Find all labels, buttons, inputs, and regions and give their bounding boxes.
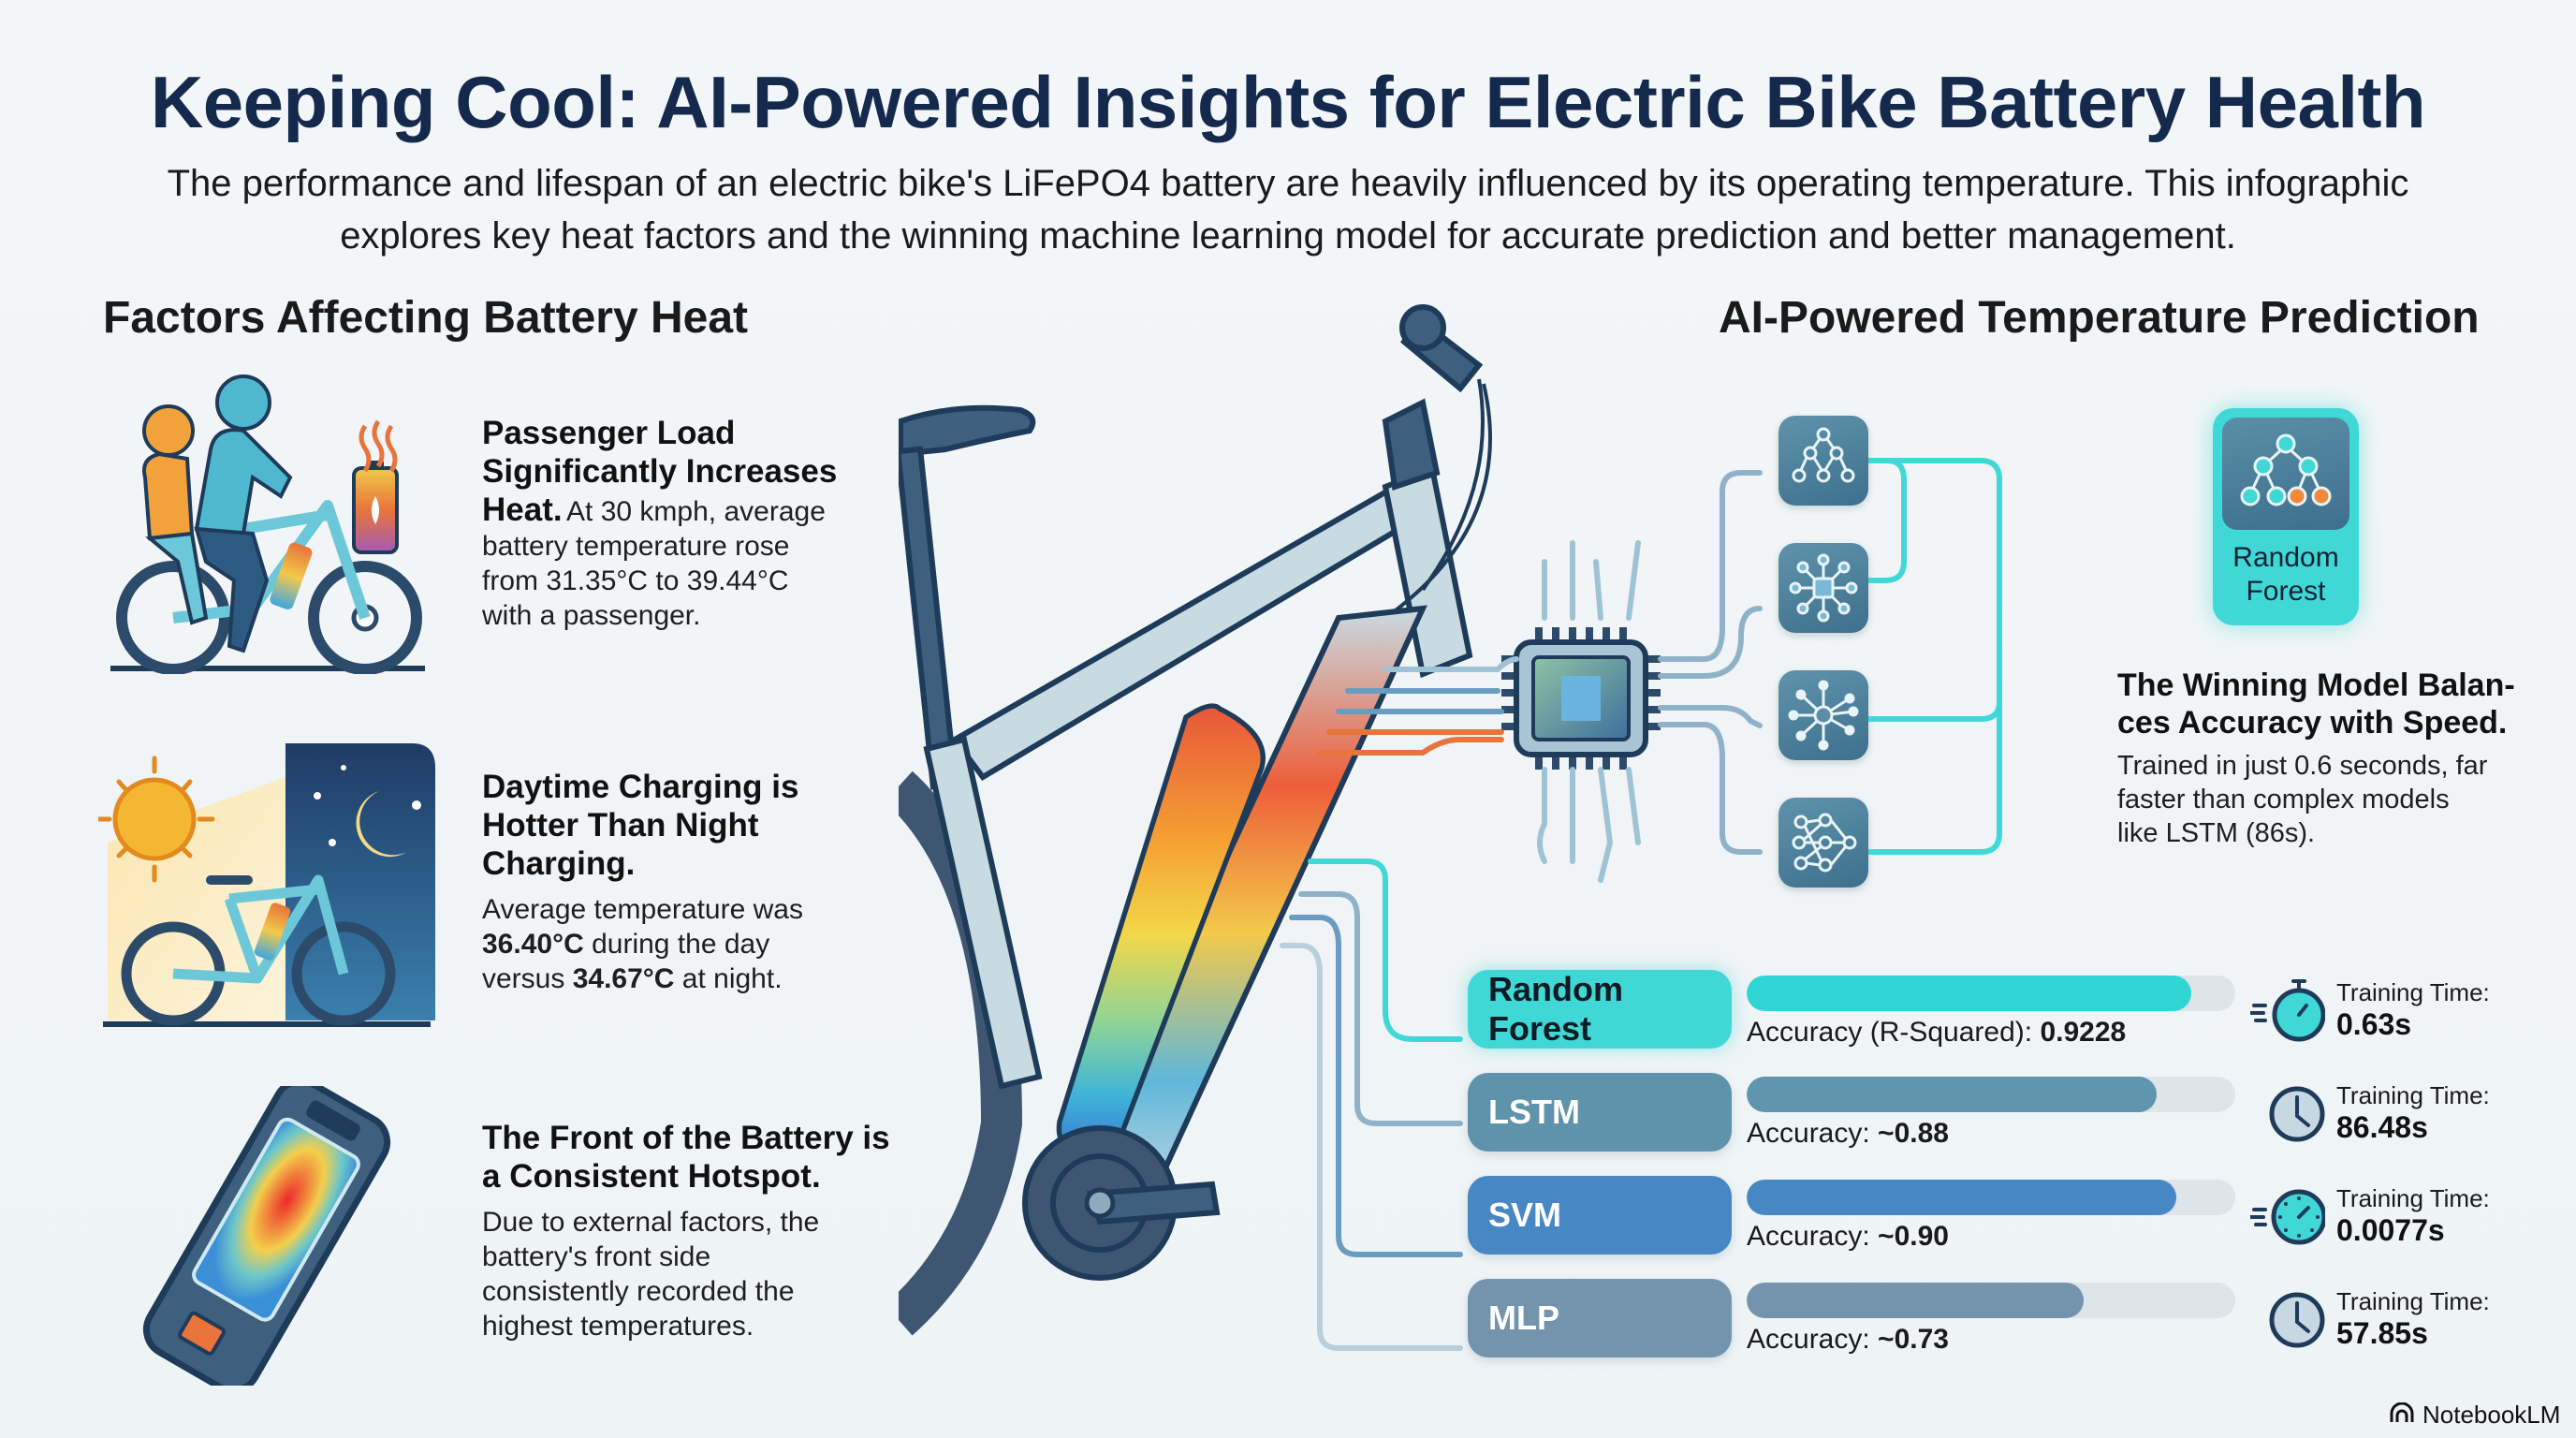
accuracy-value: ~0.90: [1878, 1221, 1949, 1252]
factor-body: consistently recorded the: [482, 1276, 795, 1307]
winning-body: Trained in just 0.6 seconds, far: [2117, 751, 2488, 781]
training-time-label: Training Time:: [2336, 1184, 2490, 1212]
slow-clock-icon: [2265, 1286, 2325, 1352]
factor-body: from 31.35°C to 39.44°C: [482, 565, 789, 596]
factor-title: Significantly Increases: [482, 453, 838, 490]
factor-body: highest temperatures.: [482, 1311, 754, 1342]
ebike-illustration: [884, 300, 2022, 1386]
model-pill[interactable]: Random Forest: [1468, 970, 1732, 1049]
accuracy-value: ~0.88: [1878, 1118, 1949, 1149]
winning-title: ces Accuracy with Speed.: [2117, 705, 2508, 741]
factor-body: At 30 kmph, average: [566, 496, 826, 527]
winning-body: like LSTM (86s).: [2117, 818, 2316, 848]
decision-tree-icon: [1778, 416, 1868, 506]
factor-body: at night.: [674, 963, 783, 994]
slow-clock-icon: [2265, 1080, 2325, 1146]
accuracy-value: 0.9228: [2040, 1017, 2127, 1048]
brand-label: NotebookLM: [2422, 1401, 2561, 1429]
fast-stopwatch-icon: [2248, 977, 2326, 1043]
day-temperature: 36.40°C: [482, 929, 584, 960]
accuracy-value: ~0.73: [1878, 1324, 1949, 1355]
hub-network-icon: [1778, 543, 1868, 633]
accuracy-label: Accuracy:: [1747, 1221, 1879, 1252]
star-network-icon: [1778, 670, 1868, 760]
accuracy-label: Accuracy:: [1747, 1324, 1879, 1355]
accuracy-bar: [1747, 1077, 2235, 1112]
factor-title: a Consistent Hotspot.: [482, 1158, 821, 1195]
prediction-heading: AI-Powered Temperature Prediction: [1719, 293, 2480, 343]
factor-body: battery's front side: [482, 1241, 711, 1272]
night-temperature: 34.67°C: [572, 963, 675, 994]
page-title: Keeping Cool: AI-Powered Insights for El…: [150, 61, 2426, 143]
brand-notebooklm: NotebookLM: [2389, 1401, 2560, 1430]
winning-body: faster than complex models: [2117, 785, 2450, 814]
model-pill[interactable]: SVM: [1468, 1176, 1732, 1255]
winning-model-summary: The Winning Model Balan- ces Accuracy wi…: [2117, 667, 2539, 850]
factor-title: Daytime Charging is: [482, 769, 799, 805]
passenger-bike-icon: [103, 374, 440, 675]
accuracy-bar-fill: [1747, 976, 2192, 1011]
factor-title: The Front of the Battery is: [482, 1120, 890, 1156]
accuracy-bar: [1747, 1180, 2235, 1215]
training-time-label: Training Time:: [2336, 1287, 2490, 1315]
factor-title: Heat.: [482, 492, 563, 528]
factor-body: with a passenger.: [482, 600, 701, 631]
accuracy-bar-fill: [1747, 1077, 2158, 1112]
factor-body: Due to external factors, the: [482, 1207, 820, 1238]
fast-stopwatch-icon: [2248, 1183, 2327, 1249]
winner-model-card: Random Forest: [2213, 408, 2359, 625]
factor-front-hotspot: The Front of the Battery is a Consistent…: [482, 1119, 903, 1343]
training-time-label: Training Time:: [2336, 978, 2490, 1006]
day-night-bike-icon: [95, 740, 440, 1030]
training-time-value: 86.48s: [2336, 1110, 2428, 1144]
random-forest-tree-icon: [2222, 418, 2349, 530]
factor-title: Hotter Than Night: [482, 807, 759, 844]
training-time-value: 0.0077s: [2336, 1213, 2445, 1247]
factor-body: battery temperature rose: [482, 531, 790, 562]
neural-network-icon: [1778, 798, 1868, 888]
factor-body: Average temperature was: [482, 894, 803, 925]
notebooklm-logo-icon: [2389, 1401, 2415, 1430]
training-time-label: Training Time:: [2336, 1081, 2490, 1109]
accuracy-bar-fill: [1747, 1180, 2177, 1215]
training-time-value: 57.85s: [2336, 1316, 2428, 1350]
model-pill[interactable]: MLP: [1468, 1279, 1732, 1357]
training-time-value: 0.63s: [2336, 1007, 2412, 1041]
battery-hotspot-icon: [117, 1078, 417, 1394]
factor-day-night-charging: Daytime Charging is Hotter Than Night Ch…: [482, 768, 875, 996]
accuracy-label: Accuracy (R-Squared):: [1747, 1017, 2041, 1048]
factor-passenger-load: Passenger Load Significantly Increases H…: [482, 414, 875, 633]
winner-name-line: Forest: [2246, 576, 2326, 607]
model-selection-connector: [1868, 449, 2018, 861]
model-pill[interactable]: LSTM: [1468, 1073, 1732, 1152]
factor-body: during the day: [583, 929, 770, 960]
page-subtitle: The performance and lifespan of an elect…: [167, 163, 2409, 257]
winning-title: The Winning Model Balan-: [2117, 668, 2515, 703]
winner-name-line: Random: [2232, 542, 2339, 573]
accuracy-label: Accuracy:: [1747, 1118, 1879, 1149]
accuracy-bar-fill: [1747, 1283, 2085, 1318]
accuracy-bar: [1747, 976, 2235, 1011]
factor-title: Passenger Load: [482, 415, 736, 451]
factor-body: versus: [482, 963, 573, 994]
factors-heading: Factors Affecting Battery Heat: [103, 293, 749, 343]
accuracy-bar: [1747, 1283, 2235, 1318]
factor-title: Charging.: [482, 845, 636, 882]
